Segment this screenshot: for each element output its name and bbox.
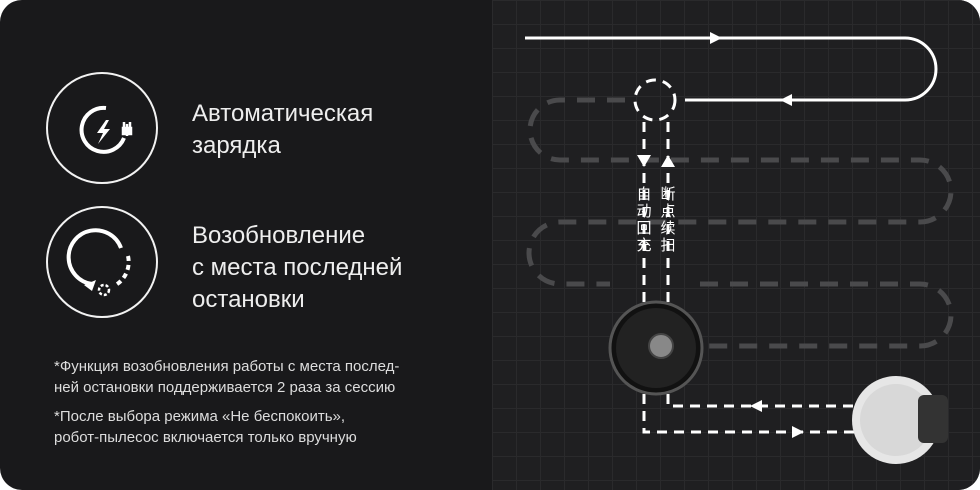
current-path [525,36,938,102]
stop-point [633,78,677,122]
resume-path [666,122,860,408]
note-line: *После выбора режима «Не беспокоить», [54,408,346,425]
resume-icon [46,206,158,318]
feature-label: зарядка [192,132,281,159]
feature-label: Автоматическая [192,100,374,127]
label-resume-cleaning: 断点续扫 [660,186,676,254]
note-line: робот-пылесос включается только вручную [54,429,357,446]
arrow-icon [710,32,792,106]
robot-vacuum-icon [608,300,704,396]
feature-auto-charge: Автоматическая зарядка [192,98,373,162]
footnote-dnd: *После выбора режима «Не беспокоить», ро… [54,406,357,448]
auto-charge-icon [46,72,158,184]
feature-label: Возобновление [192,222,366,249]
label-auto-return: 自动回充 [636,186,652,254]
feature-label: остановки [192,286,305,313]
feature-label: с места последней [192,254,403,281]
footnote-resume: *Функция возобновления работы с места по… [54,356,399,398]
previous-lanes [526,97,954,349]
note-line: ней остановки поддерживается 2 раза за с… [54,379,396,396]
feature-resume: Возобновление с места последней остановк… [192,220,402,316]
return-path [642,122,860,434]
charging-dock-icon [852,376,948,464]
map-grid [492,0,980,490]
note-line: *Функция возобновления работы с места по… [54,358,400,375]
